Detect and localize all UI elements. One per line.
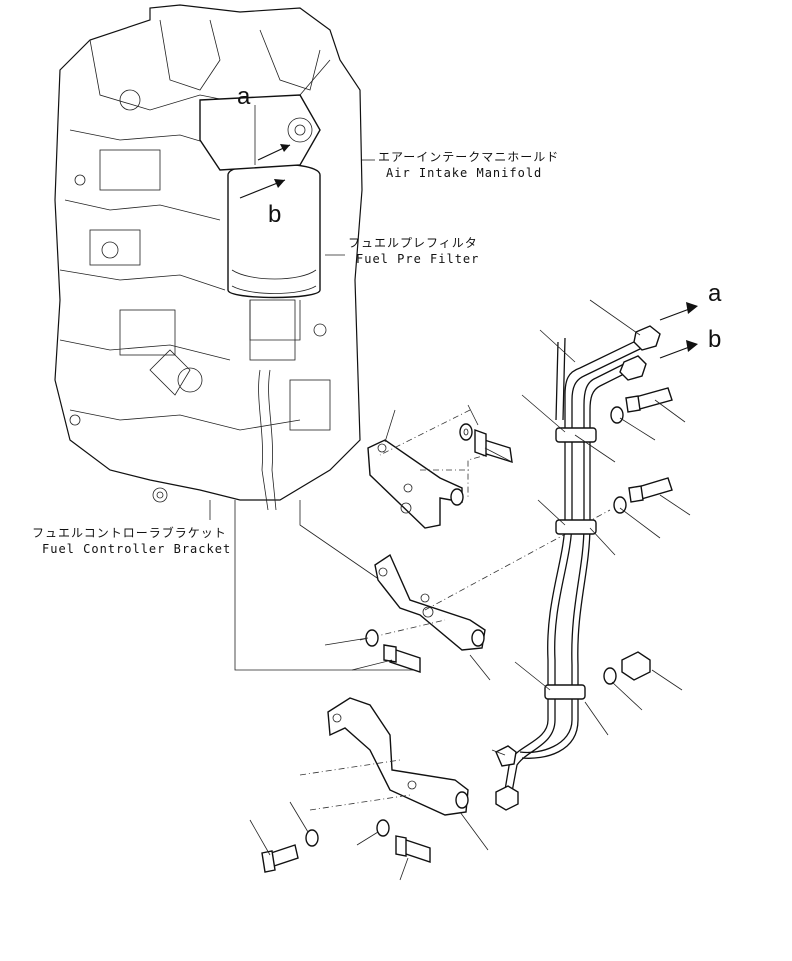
- ref-b-right: b: [708, 326, 721, 353]
- middle-bracket: [374, 553, 486, 651]
- fuel-controller-bracket-jp: フュエルコントローラブラケット: [32, 525, 227, 540]
- fuel-pre-filter-jp: フュエルプレフィルタ: [348, 236, 478, 250]
- callout-leaders: [249, 299, 691, 881]
- upper-fasteners: [459, 387, 673, 514]
- fuel-pre-filter-canister: [199, 94, 321, 341]
- air-intake-manifold-en: Air Intake Manifold: [386, 166, 542, 180]
- fuel-controller-bracket-en: Fuel Controller Bracket: [42, 542, 231, 556]
- lower-bracket: [327, 697, 469, 816]
- lower-fasteners: [261, 629, 651, 873]
- fuel-pre-filter-en: Fuel Pre Filter: [356, 252, 479, 266]
- assembly-lines: [299, 409, 611, 811]
- filter-arrows: [239, 105, 291, 199]
- air-intake-manifold-jp: エアーインテークマニホールド: [378, 150, 559, 164]
- text-labels: a b a b エアーインテークマニホールド Air Intake Manifo…: [32, 83, 722, 556]
- fuel-pipes: [495, 325, 661, 811]
- ref-b-top: b: [268, 201, 281, 228]
- ref-a-top: a: [237, 83, 251, 110]
- upper-bracket: [367, 439, 464, 529]
- ref-a-right: a: [708, 280, 722, 307]
- pipe-output-arrows: [659, 302, 698, 359]
- engine-block: [54, 4, 363, 511]
- leader-lines: [209, 159, 420, 671]
